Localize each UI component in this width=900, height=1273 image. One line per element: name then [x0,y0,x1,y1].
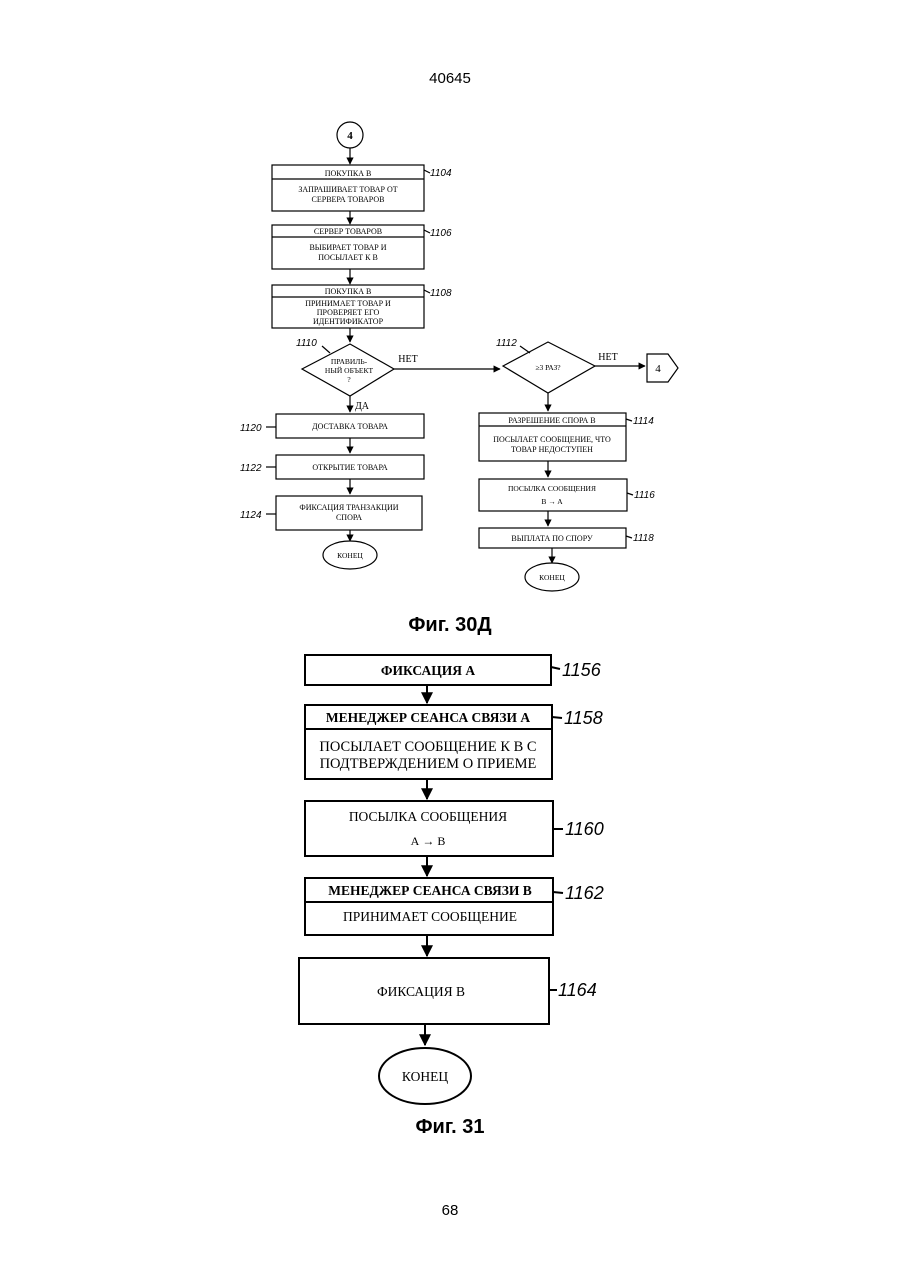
ref-1110: 1110 [296,338,317,349]
box-1114-line2: ТОВАР НЕДОСТУПЕН [511,445,593,454]
ref-1160: 1160 [565,819,604,839]
box-1106-line1: ВЫБИРАЕТ ТОВАР И [309,243,386,252]
ref-1162: 1162 [565,883,604,903]
box-1116-line2: B → A [541,497,563,506]
ref-1114: 1114 [633,416,654,427]
box-1158-line1: ПОСЫЛАЕТ СООБЩЕНИЕ К В С [319,739,536,755]
box-1116-line1: ПОСЫЛКА СООБЩЕНИЯ [508,484,596,493]
box-1164-text: ФИКСАЦИЯ В [377,984,465,999]
decision-1110-line1: ПРАВИЛЬ- [331,357,368,366]
box-1106-title: СЕРВЕР ТОВАРОВ [314,227,382,236]
page-number: 68 [0,1202,900,1219]
box-1124-line2: СПОРА [336,513,362,522]
decision-1110-line2: НЫЙ ОБЪЕКТ [325,366,374,375]
box-1108-line3: ИДЕНТИФИКАТОР [313,317,384,326]
box-1118-text: ВЫПЛАТА ПО СПОРУ [511,534,593,543]
box-1104-title: ПОКУПКА B [325,169,372,178]
decision-1112-text: ≥3 РАЗ? [535,363,561,372]
decision-1110-line3: ? [347,375,351,384]
box-1160-line1: ПОСЫЛКА СООБЩЕНИЯ [349,809,507,824]
ref-1156: 1156 [562,660,602,680]
box-1162-line1: ПРИНИМАЕТ СООБЩЕНИЕ [343,909,517,924]
figure-31-caption: Фиг. 31 [0,1116,900,1139]
ref-1112: 1112 [496,338,517,349]
box-1158-title: МЕНЕДЖЕР СЕАНСА СВЯЗИ А [326,710,531,725]
decision-1110-yes: ДА [355,401,370,412]
box-1106-line2: ПОСЫЛАЕТ К B [318,253,378,262]
box-1122-text: ОТКРЫТИЕ ТОВАРА [312,463,388,472]
ref-1104: 1104 [430,168,452,179]
box-1160-line2: А → В [411,834,446,848]
box-1114-line1: ПОСЫЛАЕТ СООБЩЕНИЕ, ЧТО [493,435,611,444]
box-1108-line1: ПРИНИМАЕТ ТОВАР И [305,299,391,308]
ref-1164: 1164 [558,980,597,1000]
box-1158-line2: ПОДТВЕРЖДЕНИЕМ О ПРИЕМЕ [320,756,537,772]
box-1114-title: РАЗРЕШЕНИЕ СПОРА B [508,416,595,425]
end-connector-label: 4 [655,363,661,375]
box-1108-line2: ПРОВЕРЯЕТ ЕГО [317,308,380,317]
offpage-connector [647,354,678,382]
box-1120-text: ДОСТАВКА ТОВАРА [312,422,388,431]
box-1124-line1: ФИКСАЦИЯ ТРАНЗАКЦИИ [299,503,398,512]
end-right-label: КОНЕЦ [539,573,565,582]
end-left-label: КОНЕЦ [337,551,363,560]
box-1156-text: ФИКСАЦИЯ А [381,663,476,678]
ref-1108: 1108 [430,288,452,299]
decision-1112-no: НЕТ [598,352,617,363]
start-connector-label: 4 [347,130,353,142]
ref-1120: 1120 [240,423,262,434]
ref-1122: 1122 [240,463,262,474]
box-1162-title: МЕНЕДЖЕР СЕАНСА СВЯЗИ В [328,883,532,898]
figure-30d-caption: Фиг. 30Д [0,614,900,637]
ref-1118: 1118 [633,533,654,544]
ref-1124: 1124 [240,510,262,521]
ref-1158: 1158 [564,708,603,728]
ref-1106: 1106 [430,228,452,239]
box-1104-line1: ЗАПРАШИВАЕТ ТОВАР ОТ [298,185,397,194]
end-label-fig31: КОНЕЦ [402,1069,448,1084]
ref-1116: 1116 [634,490,655,501]
box-1104-line2: СЕРВЕРА ТОВАРОВ [312,195,385,204]
decision-1110-no: НЕТ [398,354,417,365]
box-1108-title: ПОКУПКА B [325,287,372,296]
